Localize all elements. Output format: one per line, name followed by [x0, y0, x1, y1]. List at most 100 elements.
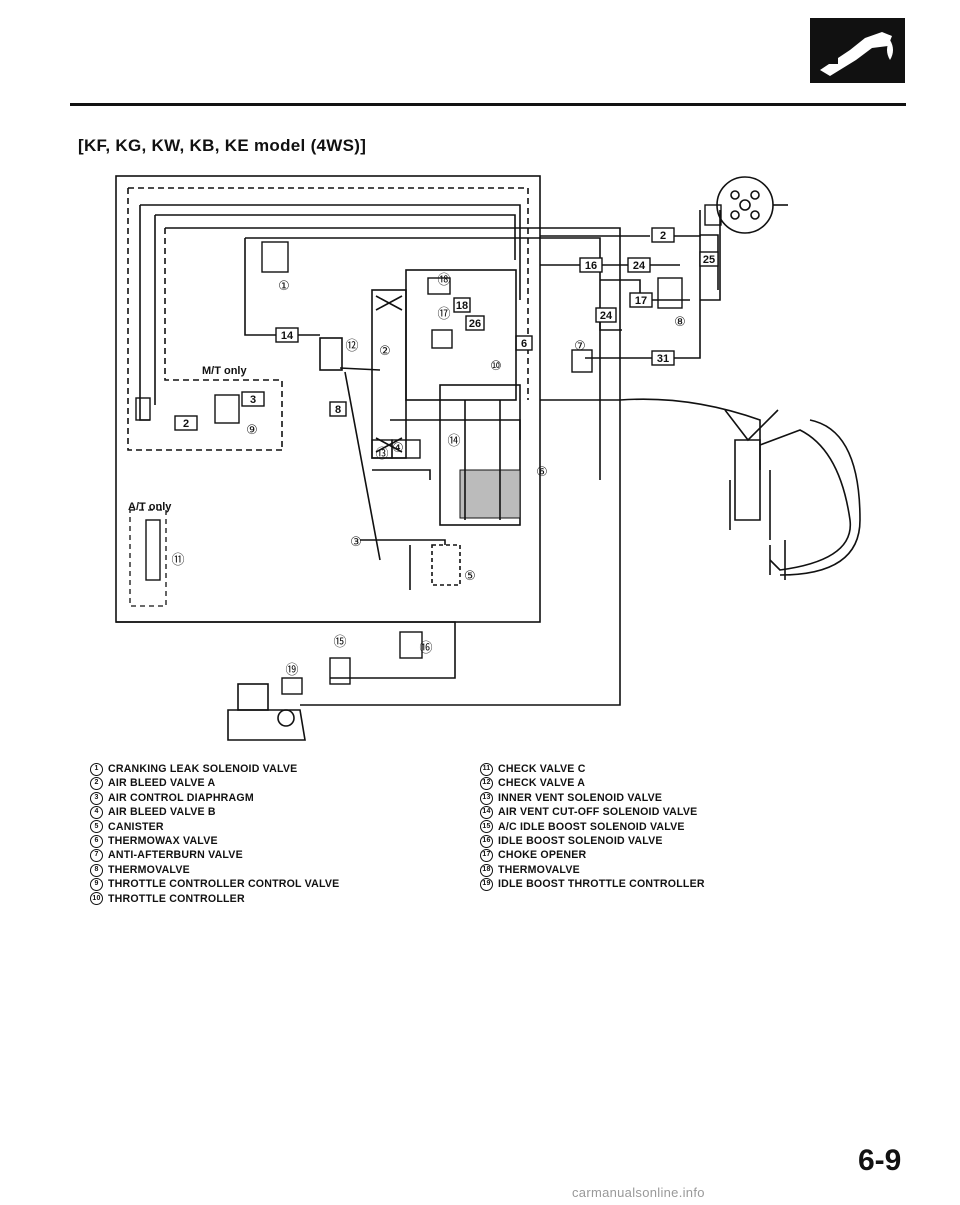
legend-text: CANISTER [108, 820, 164, 833]
svg-text:26: 26 [469, 318, 481, 330]
callout-14: ⑭ [447, 433, 460, 448]
callout-11: ⑪ [171, 552, 184, 567]
legend-item: 3 AIR CONTROL DIAPHRAGM [90, 791, 339, 805]
svg-text:18: 18 [456, 300, 468, 312]
legend-text: AIR CONTROL DIAPHRAGM [108, 791, 254, 804]
legend-item: 18 THERMOVALVE [480, 863, 705, 877]
legend-number: 15 [480, 820, 493, 834]
diagram-heading: [KF, KG, KW, KB, KE model (4WS)] [78, 136, 367, 155]
legend-number: 13 [480, 791, 493, 805]
legend-number: 3 [90, 791, 103, 805]
svg-text:31: 31 [657, 353, 669, 365]
svg-text:8: 8 [335, 404, 341, 416]
legend-number: 18 [480, 863, 493, 877]
callout-13: ⑬ [375, 446, 388, 461]
legend-number: 6 [90, 834, 103, 848]
svg-text:24: 24 [633, 260, 646, 272]
legend-text: INNER VENT SOLENOID VALVE [498, 791, 663, 804]
legend-text: A/C IDLE BOOST SOLENOID VALVE [498, 820, 685, 833]
legend-item: 6 THERMOWAX VALVE [90, 834, 339, 848]
legend-number: 2 [90, 777, 103, 791]
legend-text: ANTI-AFTERBURN VALVE [108, 849, 243, 862]
legend-number: 5 [90, 820, 103, 834]
legend-item: 4 AIR BLEED VALVE B [90, 805, 339, 819]
hose-frame [115, 175, 621, 706]
svg-text:16: 16 [585, 260, 597, 272]
legend-item: 8 THERMOVALVE [90, 863, 339, 877]
legend-text: AIR BLEED VALVE A [108, 777, 216, 790]
callout-2: ② [379, 343, 391, 358]
legend-text: THERMOVALVE [108, 863, 190, 876]
callout-6: ⑥ [536, 464, 548, 479]
legend-item: 15 A/C IDLE BOOST SOLENOID VALVE [480, 820, 705, 834]
legend-item: 17 CHOKE OPENER [480, 848, 705, 863]
distributor [716, 176, 788, 234]
legend-text: CRANKING LEAK SOLENOID VALVE [108, 763, 298, 775]
legend-text: AIR BLEED VALVE B [108, 806, 216, 819]
svg-text:3: 3 [250, 394, 256, 406]
svg-text:6: 6 [521, 338, 527, 350]
at-only-label: A/T only [128, 501, 172, 513]
legend-text: THERMOVALVE [498, 863, 580, 876]
legend-text: IDLE BOOST SOLENOID VALVE [498, 835, 663, 848]
callout-5: ⑤ [464, 568, 476, 583]
callout-7: ⑦ [574, 338, 586, 353]
callout-9: ⑨ [246, 422, 258, 437]
legend-number: 8 [90, 863, 103, 877]
callout-10: ⑩ [490, 358, 502, 373]
legend-item: 9 THROTTLE CONTROLLER CONTROL VALVE [90, 877, 339, 891]
section-badge [810, 18, 905, 83]
legend-item: 5 CANISTER [90, 820, 339, 834]
legend-text: THERMOWAX VALVE [108, 835, 218, 848]
legend-number: 16 [480, 834, 493, 848]
legend-number: 11 [480, 762, 493, 776]
mt-only-label: M/T only [202, 365, 247, 377]
legend-number: 17 [480, 849, 493, 863]
callout-8: ⑧ [674, 314, 686, 329]
callout-4: ④ [392, 440, 404, 455]
legend-item: 19 IDLE BOOST THROTTLE CONTROLLER [480, 877, 705, 891]
legend-item: 13 INNER VENT SOLENOID VALVE [480, 791, 705, 805]
legend-text: AIR VENT CUT-OFF SOLENOID VALVE [498, 806, 698, 819]
legend-text: CHOKE OPENER [498, 849, 587, 862]
svg-text:2: 2 [183, 418, 189, 430]
legend-item: 11 CHECK VALVE C [480, 762, 705, 776]
callout-1: ① [278, 278, 290, 293]
legend-number: 7 [90, 849, 103, 863]
svg-text:14: 14 [281, 330, 294, 342]
svg-text:24: 24 [600, 310, 613, 322]
legend-number: 4 [90, 805, 103, 819]
footer-watermark: carmanualsonline.info [572, 1185, 705, 1200]
legend-text: CHECK VALVE A [498, 777, 586, 790]
legend-text: THROTTLE CONTROLLER [108, 892, 245, 905]
fuel-nozzle-icon [820, 32, 893, 76]
svg-text:25: 25 [703, 254, 715, 266]
throttle-body [227, 683, 306, 741]
hose-tag-labels: 2 16 24 25 17 24 31 14 3 2 8 18 26 6 [183, 230, 715, 430]
legend-text: CHECK VALVE C [498, 763, 586, 775]
legend-item: 16 IDLE BOOST SOLENOID VALVE [480, 834, 705, 848]
carburetor-assembly [319, 269, 521, 590]
legend-number: 9 [90, 877, 103, 891]
legend-number: 19 [480, 877, 493, 891]
legend-text: THROTTLE CONTROLLER CONTROL VALVE [108, 878, 340, 891]
page-number: 6-9 [858, 1144, 902, 1177]
legend-item: 7 ANTI-AFTERBURN VALVE [90, 848, 339, 863]
vacuum-hose-diagram: 2 16 24 25 17 24 31 14 3 2 8 18 26 6 [115, 175, 861, 741]
legend-text: IDLE BOOST THROTTLE CONTROLLER [498, 878, 705, 891]
callout-3: ③ [350, 534, 362, 549]
legend-number: 10 [90, 892, 103, 906]
callout-18: ⑱ [437, 272, 450, 287]
header-rule [70, 103, 906, 106]
hose-tags [174, 227, 719, 431]
legend-item: 2 AIR BLEED VALVE A [90, 776, 339, 791]
svg-text:17: 17 [635, 295, 647, 307]
engine-hoses [540, 210, 721, 359]
option-frames [129, 509, 167, 607]
svg-text:2: 2 [660, 230, 666, 242]
